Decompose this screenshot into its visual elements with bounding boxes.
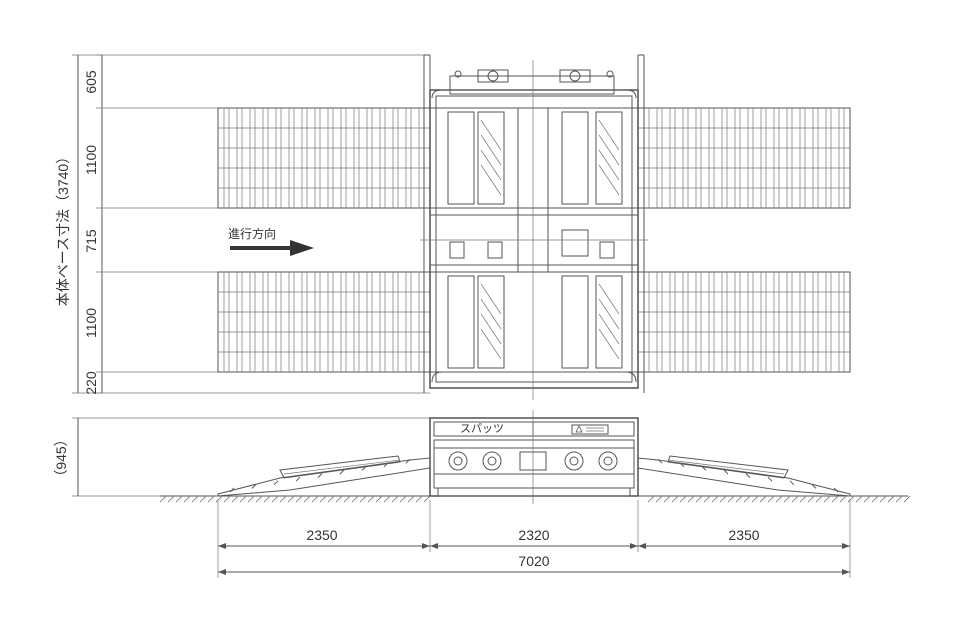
right-ramp <box>637 455 851 497</box>
direction-arrow-head <box>290 240 314 256</box>
vdim-1100-bottom: 1100 <box>83 308 99 338</box>
left-ramp <box>217 455 431 497</box>
vdim-220: 220 <box>83 371 99 395</box>
plan-view: 進行方向 <box>217 54 851 400</box>
overall-width: 7020 <box>518 553 549 569</box>
direction-indicator: 進行方向 <box>228 226 314 256</box>
hdim-left: 2350 <box>306 527 337 543</box>
center-body-elevation: スパッツ <box>429 410 639 504</box>
vdim-1100-top: 1100 <box>83 145 99 175</box>
vdim-605: 605 <box>83 70 99 94</box>
right-bottom-roller-bed <box>637 271 851 373</box>
height-dimension: （945） <box>53 432 69 483</box>
direction-label: 進行方向 <box>228 226 276 241</box>
hdim-right: 2350 <box>728 527 759 543</box>
ground-hatching <box>159 495 911 503</box>
left-top-roller-bed <box>217 107 431 209</box>
horizontal-dimension-group: 2350 2320 2350 7020 <box>217 500 851 578</box>
center-base-frame <box>420 54 648 400</box>
warning-label <box>571 424 609 435</box>
vertical-dimension-group: 605 1100 715 1100 220 本体ベース寸法（3740） <box>55 54 430 395</box>
side-elevation: （945） スパッツ <box>53 410 911 504</box>
right-top-roller-bed <box>637 107 851 209</box>
warning-triangle-icon <box>575 425 583 433</box>
vdim-715: 715 <box>83 229 99 253</box>
left-bottom-roller-bed <box>217 271 431 373</box>
base-dimension-label: 本体ベース寸法（3740） <box>55 150 71 306</box>
hdim-center: 2320 <box>518 527 549 543</box>
spats-label: スパッツ <box>460 422 504 435</box>
